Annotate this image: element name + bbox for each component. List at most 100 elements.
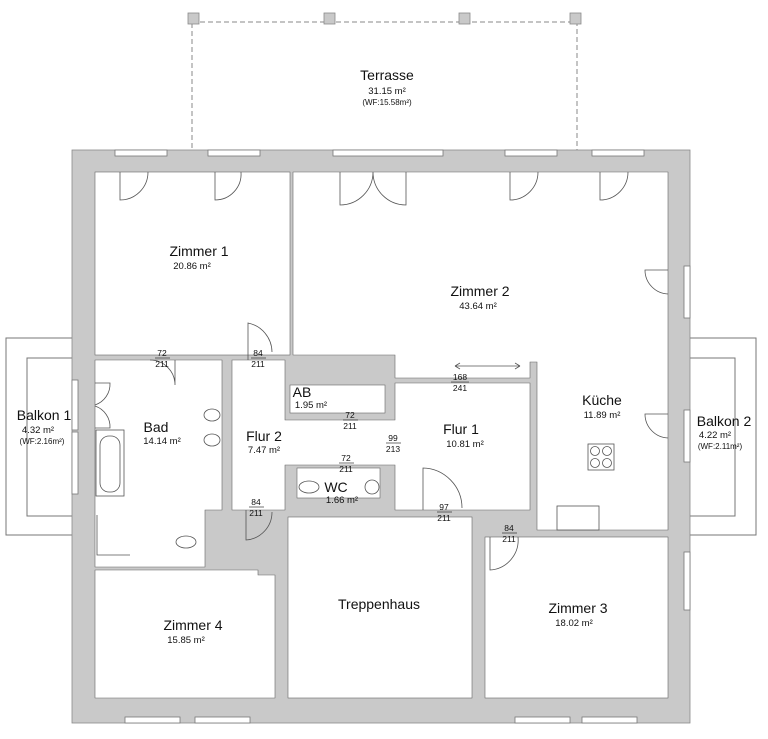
window (71, 431, 79, 495)
door-width: 99 (388, 433, 398, 443)
zimmer1-name: Zimmer 1 (169, 243, 228, 259)
kueche-area: 11.89 m² (584, 410, 621, 421)
door-swing (489, 536, 519, 571)
window (514, 716, 571, 724)
terrasse: Terrasse 31.15 m² (WF:15.58m²) (187, 12, 582, 153)
flur2-area: 7.47 m² (248, 445, 280, 456)
sink (203, 433, 221, 447)
room-zimmer-4 (94, 569, 276, 699)
flur1-name: Flur 1 (443, 421, 479, 437)
burner (602, 446, 612, 456)
door-height: 211 (502, 534, 516, 544)
zimmer3-name: Zimmer 3 (548, 600, 607, 616)
room-ab (289, 384, 386, 414)
kitchen-sink (556, 505, 600, 531)
door-width: 168 (453, 372, 467, 382)
terrasse-post (187, 12, 200, 25)
room-bad (94, 359, 223, 568)
window (207, 149, 261, 157)
door-width: 72 (157, 348, 167, 358)
window (581, 716, 638, 724)
window (683, 409, 691, 463)
terrasse-area: 31.15 m² (368, 86, 406, 97)
balkon1-area: 4.32 m² (22, 425, 54, 436)
balkon2-area: 4.22 m² (699, 430, 731, 441)
room-flur (231, 359, 531, 511)
window (504, 149, 558, 157)
balkon1-wf: (WF:2.16m²) (20, 437, 65, 446)
door-swing (422, 467, 463, 510)
ab-name: AB (293, 384, 312, 400)
room-treppenhaus (287, 516, 473, 699)
terrasse-post (323, 12, 336, 25)
window (332, 149, 444, 157)
rooms (94, 171, 669, 699)
door-height: 211 (339, 464, 353, 474)
door-height: 211 (251, 359, 265, 369)
door-swing (94, 382, 111, 429)
door-swing (644, 269, 669, 295)
door-swing (214, 171, 242, 201)
ab-area: 1.95 m² (295, 400, 327, 411)
room-labels: Zimmer 1 20.86 m² Zimmer 2 43.64 m² Balk… (17, 243, 752, 646)
burner (590, 446, 600, 456)
balkon1-name: Balkon 1 (17, 407, 72, 423)
zimmer3-area: 18.02 m² (555, 618, 593, 629)
door-swing (245, 510, 273, 541)
door-swing (119, 171, 149, 201)
shower (96, 515, 130, 556)
burner (602, 458, 612, 468)
treppenhaus-name: Treppenhaus (338, 596, 420, 612)
toilet (298, 480, 320, 494)
window (683, 265, 691, 319)
door-width: 72 (345, 410, 355, 420)
door-height: 211 (343, 421, 357, 431)
door-width: 97 (439, 502, 449, 512)
zimmer4-area: 15.85 m² (167, 635, 205, 646)
burner (590, 458, 600, 468)
door-height: 241 (453, 383, 467, 393)
door-width: 84 (251, 497, 261, 507)
window (194, 716, 251, 724)
sink (203, 408, 221, 422)
terrasse-wf: (WF:15.58m²) (362, 98, 412, 107)
window (683, 551, 691, 611)
door-width: 84 (253, 348, 263, 358)
terrasse-post (458, 12, 471, 25)
door-swing (599, 171, 629, 201)
windows (71, 149, 691, 724)
balkon2-wf: (WF:2.11m²) (698, 442, 743, 451)
door-width: 72 (341, 453, 351, 463)
bathtub-inner (99, 435, 121, 493)
window (124, 716, 181, 724)
room-zimmer-1 (94, 171, 291, 356)
zimmer2-name: Zimmer 2 (450, 283, 509, 299)
flur1-area: 10.81 m² (446, 439, 484, 450)
zimmer4-name: Zimmer 4 (163, 617, 222, 633)
door-swing (339, 171, 407, 206)
bad-area: 14.14 m² (143, 436, 181, 447)
door-swing (149, 359, 176, 386)
door-height: 213 (386, 444, 400, 454)
sink (364, 479, 380, 495)
door-swing (247, 322, 273, 360)
terrasse-post (569, 12, 582, 25)
window (71, 379, 79, 431)
kueche-name: Küche (582, 392, 622, 408)
window (114, 149, 168, 157)
zimmer1-area: 20.86 m² (173, 261, 211, 272)
door-height: 211 (437, 513, 451, 523)
fixtures (95, 362, 615, 556)
window (591, 149, 645, 157)
door-swing (509, 171, 539, 201)
